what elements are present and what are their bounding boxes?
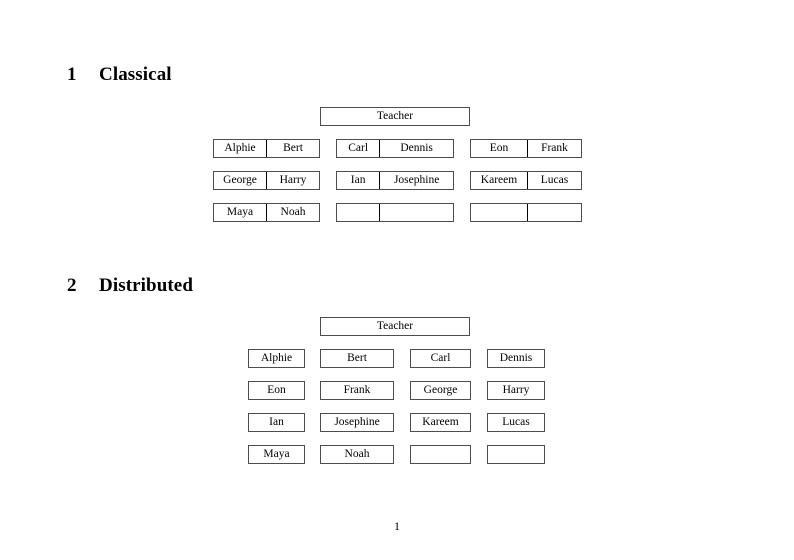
node-cell[interactable]: Noah xyxy=(266,204,319,221)
classical-group-middle-row-3[interactable] xyxy=(336,203,454,222)
distributed-node-box[interactable]: Lucas xyxy=(487,413,545,432)
classical-group-middle-row-1[interactable]: Carl Dennis xyxy=(336,139,454,158)
classical-group-right-row-1[interactable]: Eon Frank xyxy=(470,139,582,158)
distributed-node-box[interactable]: Harry xyxy=(487,381,545,400)
node-cell-empty[interactable] xyxy=(379,204,453,221)
classical-group-right-row-3[interactable] xyxy=(470,203,582,222)
node-cell[interactable]: Carl xyxy=(348,141,369,154)
node-cell-empty[interactable] xyxy=(471,204,527,221)
node-cell[interactable]: Eon xyxy=(489,141,509,154)
node-cell[interactable]: Alphie xyxy=(224,141,256,154)
node-cell[interactable]: Lucas xyxy=(526,172,581,189)
node-cell[interactable]: Dennis xyxy=(379,140,453,157)
node-cell[interactable]: Bert xyxy=(266,140,319,157)
classical-group-left-row-3[interactable]: Maya Noah xyxy=(213,203,320,222)
distributed-node-box[interactable]: Frank xyxy=(320,381,394,400)
node-cell[interactable]: Frank xyxy=(526,140,581,157)
distributed-node-box[interactable]: Bert xyxy=(320,349,394,368)
classical-group-middle-row-2[interactable]: Ian Josephine xyxy=(336,171,454,190)
distributed-node-box-empty[interactable] xyxy=(410,445,471,464)
section-number: 1 xyxy=(67,64,77,85)
distributed-node-box[interactable]: Maya xyxy=(248,445,305,464)
distributed-node-box[interactable]: Carl xyxy=(410,349,471,368)
distributed-teacher-label: Teacher xyxy=(376,319,414,332)
node-cell[interactable]: Maya xyxy=(226,205,254,218)
distributed-node-box[interactable]: Josephine xyxy=(320,413,394,432)
node-cell[interactable]: Kareem xyxy=(480,173,518,186)
node-cell[interactable]: Harry xyxy=(266,172,319,189)
node-cell[interactable]: Josephine xyxy=(379,172,453,189)
distributed-node-box[interactable]: Eon xyxy=(248,381,305,400)
distributed-node-box[interactable]: Dennis xyxy=(487,349,545,368)
node-cell-empty[interactable] xyxy=(337,204,379,221)
classical-group-left-row-2[interactable]: George Harry xyxy=(213,171,320,190)
distributed-node-box[interactable]: Ian xyxy=(248,413,305,432)
node-cell-empty[interactable] xyxy=(526,204,581,221)
classical-teacher-label: Teacher xyxy=(376,109,414,122)
distributed-teacher-box[interactable]: Teacher xyxy=(320,317,470,336)
distributed-node-box[interactable]: Alphie xyxy=(248,349,305,368)
distributed-node-box[interactable]: Kareem xyxy=(410,413,471,432)
section-heading-classical: 1 Classical xyxy=(67,64,172,86)
distributed-node-box[interactable]: George xyxy=(410,381,471,400)
classical-group-right-row-2[interactable]: Kareem Lucas xyxy=(470,171,582,190)
classical-teacher-box[interactable]: Teacher xyxy=(320,107,470,126)
node-cell[interactable]: George xyxy=(223,173,257,186)
section-title: Classical xyxy=(99,64,172,85)
section-number: 2 xyxy=(67,275,77,296)
page-number: 1 xyxy=(394,519,400,533)
distributed-node-box-empty[interactable] xyxy=(487,445,545,464)
section-heading-distributed: 2 Distributed xyxy=(67,275,193,297)
section-title: Distributed xyxy=(99,275,193,296)
node-cell[interactable]: Ian xyxy=(350,173,366,186)
classical-group-left-row-1[interactable]: Alphie Bert xyxy=(213,139,320,158)
distributed-node-box[interactable]: Noah xyxy=(320,445,394,464)
